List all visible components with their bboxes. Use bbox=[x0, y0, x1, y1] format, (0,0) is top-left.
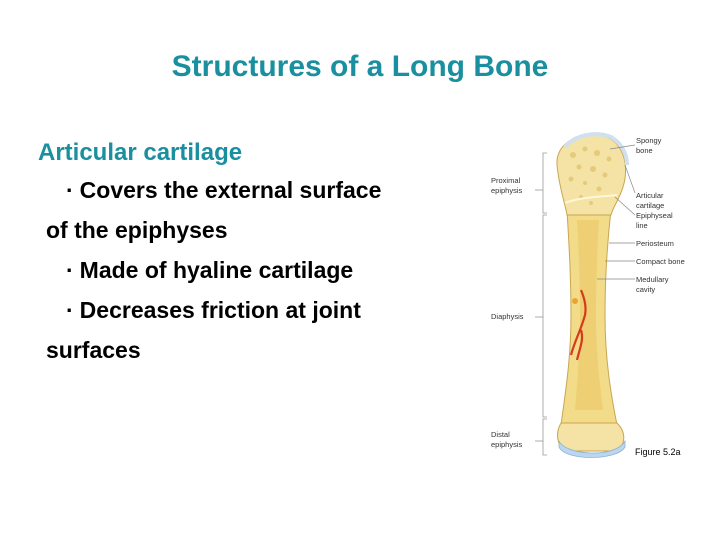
epiphyseal-line bbox=[564, 194, 618, 204]
articular-cartilage-bottom bbox=[558, 439, 626, 458]
label-pointers bbox=[597, 144, 636, 280]
figure-caption: Figure 5.2a bbox=[635, 447, 681, 457]
marrow-speck bbox=[572, 298, 578, 304]
label-medullary: Medullary bbox=[636, 275, 669, 284]
articular-cartilage-top bbox=[563, 132, 629, 166]
label-spongy: Spongy bbox=[636, 136, 662, 145]
bullet-dot-icon: · bbox=[66, 177, 74, 203]
blood-vessel bbox=[569, 289, 587, 361]
long-bone-illustration: Proximal epiphysis Diaphysis Distal epip… bbox=[491, 132, 685, 458]
bullet-dot-icon: · bbox=[66, 257, 74, 283]
label-distal: Distal bbox=[491, 430, 510, 439]
medullary-cavity bbox=[575, 220, 603, 410]
label-distal-epiphysis: epiphysis bbox=[491, 440, 523, 449]
label-articular: Articular bbox=[636, 191, 664, 200]
bullet-text: Decreases friction at joint bbox=[79, 297, 361, 323]
bullet-item: ·Covers the external surface of the epip… bbox=[46, 170, 468, 250]
slide-title: Structures of a Long Bone bbox=[171, 50, 549, 83]
bullet-item: ·Made of hyaline cartilage bbox=[66, 250, 468, 290]
bullet-text: Covers the external surface bbox=[79, 177, 382, 203]
label-medullary-cavity: cavity bbox=[636, 285, 655, 294]
label-diaphysis: Diaphysis bbox=[491, 312, 524, 321]
section-heading: Articular cartilage bbox=[38, 139, 243, 166]
label-proximal-epiphysis: epiphysis bbox=[491, 186, 523, 195]
bullet-dot-icon: · bbox=[66, 297, 74, 323]
region-brackets bbox=[535, 152, 547, 456]
label-proximal: Proximal bbox=[491, 176, 521, 185]
long-bone-figure: Proximal epiphysis Diaphysis Distal epip… bbox=[485, 125, 715, 465]
label-spongy-bone: bone bbox=[636, 146, 653, 155]
label-compact-bone: Compact bone bbox=[636, 257, 685, 266]
spongy-bone-texture bbox=[568, 146, 612, 205]
label-epiphyseal-line: line bbox=[636, 221, 648, 230]
bullet-text: Made of hyaline cartilage bbox=[79, 257, 354, 283]
slide-body: Articular cartilage ·Covers the external… bbox=[38, 136, 468, 370]
bullet-list: ·Covers the external surface of the epip… bbox=[38, 170, 468, 370]
label-periosteum: Periosteum bbox=[636, 239, 674, 248]
distal-epiphysis bbox=[557, 422, 625, 452]
bullet-text-continued: surfaces bbox=[46, 337, 141, 363]
bullet-item: ·Decreases friction at joint surfaces bbox=[46, 290, 468, 370]
label-epiphyseal: Epiphyseal bbox=[636, 211, 673, 220]
bullet-text-continued: of the epiphyses bbox=[46, 217, 228, 243]
label-articular-cartilage: cartilage bbox=[636, 201, 664, 210]
